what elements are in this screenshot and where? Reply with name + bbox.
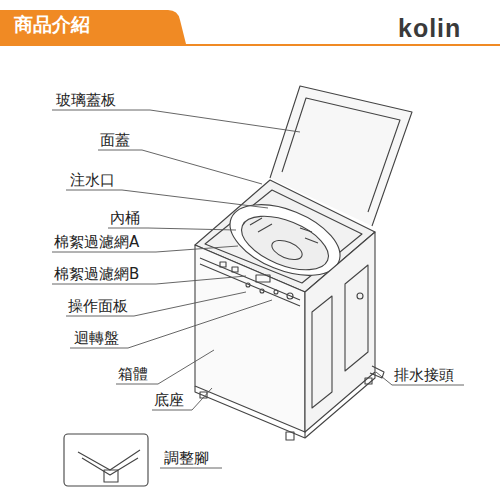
part-label: 內桶 (110, 209, 140, 227)
part-label: 棉絮過濾網B (54, 265, 139, 283)
leader-lines (52, 110, 464, 468)
part-label: 箱體 (118, 365, 148, 383)
part-label: 迴轉盤 (74, 329, 119, 347)
part-label: 調整腳 (164, 449, 209, 467)
part-label: 玻璃蓋板 (56, 91, 116, 109)
part-label: 操作面板 (68, 297, 128, 315)
part-label: 棉絮過濾網A (54, 233, 139, 251)
part-label: 底座 (154, 391, 184, 409)
part-label: 排水接頭 (394, 366, 454, 384)
brand-logo: kolin (398, 14, 461, 42)
part-label: 注水口 (70, 171, 115, 189)
header-rule (0, 44, 500, 46)
title-tab (0, 10, 186, 44)
page-title: 商品介紹 (14, 12, 90, 36)
part-label: 面蓋 (100, 131, 130, 149)
washer-drawing (64, 86, 412, 486)
